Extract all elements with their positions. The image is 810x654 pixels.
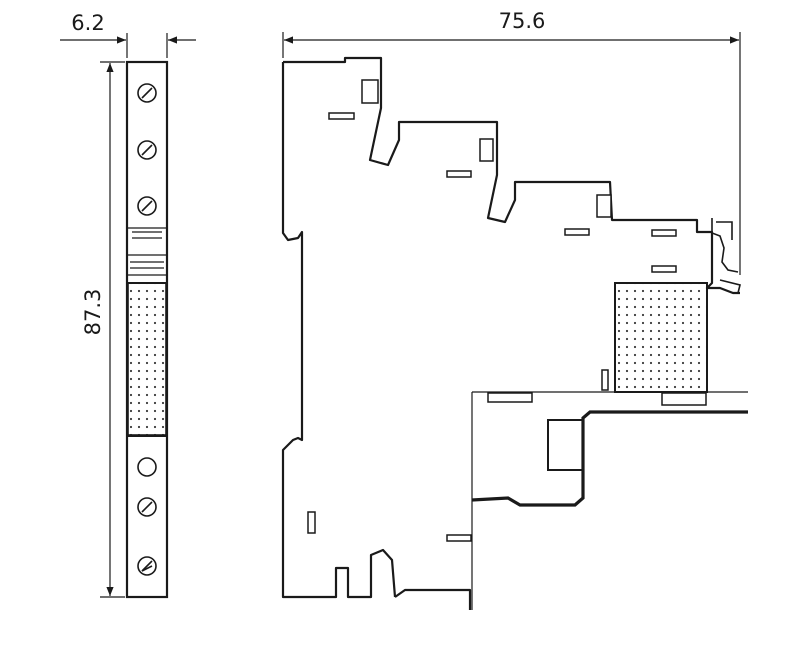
dimension-width xyxy=(60,33,196,58)
mounting-panel xyxy=(471,391,748,610)
din-clip xyxy=(711,218,741,294)
dimension-length-label: 75.6 xyxy=(499,9,546,33)
relay-body-side xyxy=(614,282,708,393)
front-view xyxy=(125,60,169,599)
dimension-height xyxy=(100,61,125,598)
screw-terminal-icon xyxy=(137,457,157,576)
dimension-width-label: 6.2 xyxy=(71,11,104,35)
screw-terminal-icon xyxy=(137,83,157,216)
dimension-height-label: 87.3 xyxy=(81,289,105,336)
dimension-length xyxy=(282,32,741,275)
socket-outline xyxy=(283,56,740,295)
relay-body-front xyxy=(127,282,167,436)
side-view-details xyxy=(307,79,677,542)
side-view xyxy=(281,56,740,610)
